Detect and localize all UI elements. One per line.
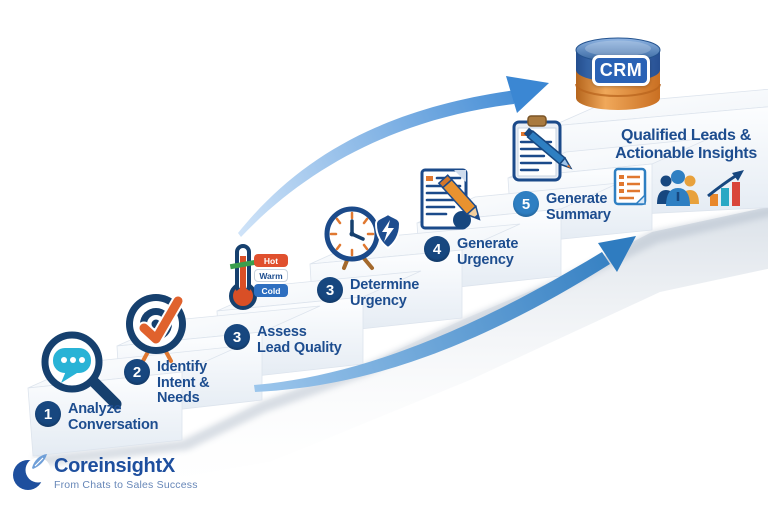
arrow-to-crm-icon: [238, 76, 549, 237]
crm-label: CRM: [592, 55, 650, 86]
step-label: Analyze Conversation: [68, 401, 159, 433]
step-number-badge: 1: [35, 401, 61, 427]
brand-logo-icon: [13, 454, 50, 490]
step-label: Identify Intent & Needs: [157, 359, 210, 407]
outcome-title: Qualified Leads & Actionable Insights: [615, 127, 757, 163]
step-label: Determine Urgency: [350, 277, 420, 309]
step-3: 3 Assess Lead Quality: [224, 324, 344, 356]
target-check-icon: [126, 294, 186, 363]
step-label: Generate Summary: [546, 191, 611, 223]
arrow-to-insights-icon: [254, 236, 636, 392]
brand-name: CoreinsightX: [54, 455, 175, 477]
brand-logo: CoreinsightX From Chats to Sales Success: [10, 450, 198, 496]
hot-chip: Hot: [254, 254, 288, 267]
brand-tagline: From Chats to Sales Success: [54, 479, 198, 491]
lead-temperature-scale: Hot Warm Cold: [254, 254, 288, 297]
team-icon: [657, 170, 699, 206]
step-4: 3 Determine Urgency: [317, 277, 437, 309]
magnifier-chat-icon: [41, 331, 122, 410]
step-label: Generate Urgency: [457, 236, 519, 268]
growth-chart-icon: [707, 170, 744, 206]
step-label: Assess Lead Quality: [257, 324, 342, 356]
step-1: 1 Analyze Conversation: [35, 401, 165, 433]
step-6: 5 Generate Summary: [513, 191, 623, 223]
step-number-badge: 3: [224, 324, 250, 350]
step-2: 2 Identify Intent & Needs: [124, 359, 254, 407]
alarm-clock-lightning-icon: [324, 206, 402, 270]
step-number-badge: 5: [513, 191, 539, 217]
step-number-badge: 4: [424, 236, 450, 262]
outcome-icons: [612, 166, 746, 208]
checklist-icon: [613, 167, 647, 206]
document-pencil-icon: [420, 168, 481, 230]
cold-chip: Cold: [254, 284, 288, 297]
warm-chip: Warm: [254, 269, 288, 282]
step-number-badge: 2: [124, 359, 150, 385]
step-5: 4 Generate Urgency: [424, 236, 544, 268]
clipboard-pen-icon: [512, 115, 573, 182]
step-number-badge: 3: [317, 277, 343, 303]
